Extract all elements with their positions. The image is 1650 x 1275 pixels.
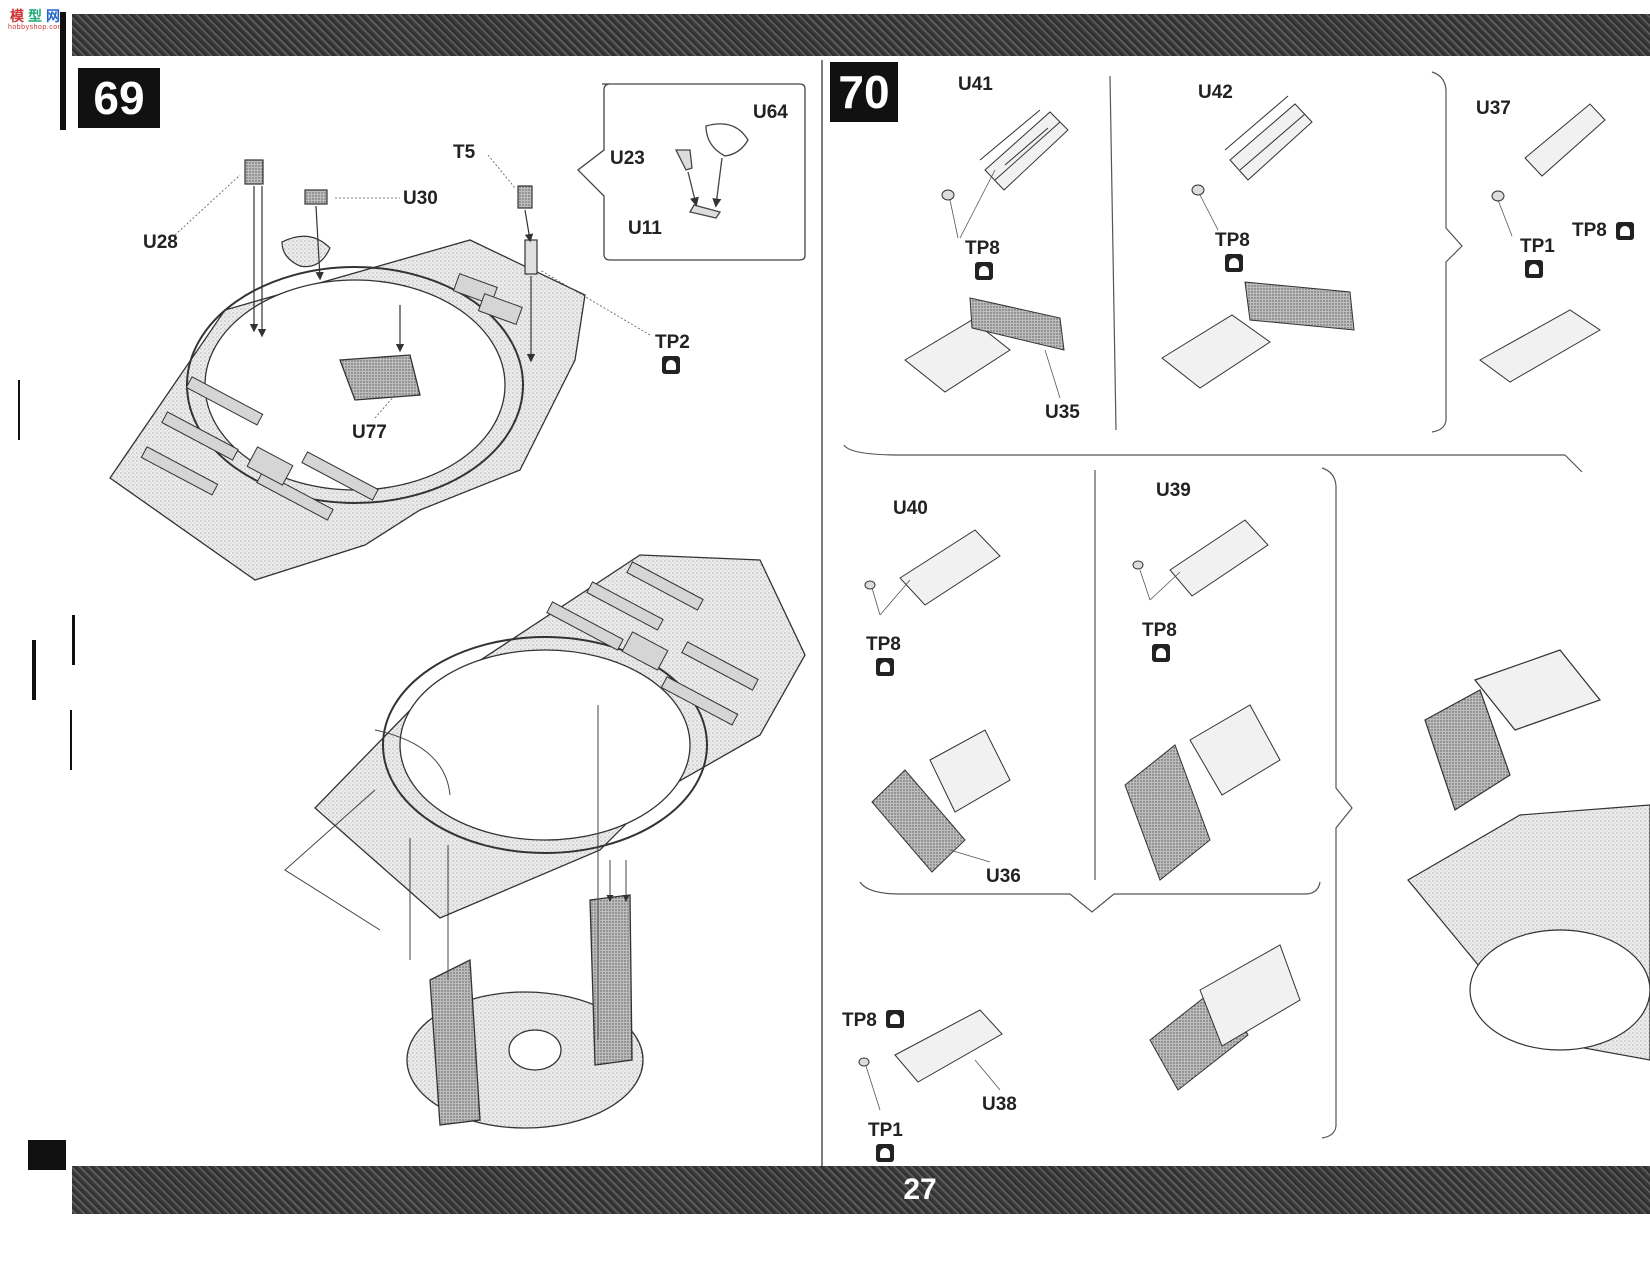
scan-artifact — [28, 1140, 66, 1170]
leader-lines-69 — [174, 154, 651, 419]
cement-caution-icon — [1616, 222, 1634, 240]
scan-artifact — [60, 12, 66, 130]
scan-artifact — [70, 710, 72, 770]
label-u64: U64 — [753, 102, 788, 123]
shell-tray-u39-assembly — [1124, 744, 1211, 881]
cement-caution-icon — [1152, 644, 1170, 662]
label-u28: U28 — [143, 232, 178, 253]
label-u30: U30 — [403, 188, 438, 209]
shell-rack-u39 — [1132, 519, 1281, 796]
label-u42: U42 — [1198, 82, 1233, 103]
scan-artifact — [72, 615, 75, 665]
part-shield — [281, 235, 331, 268]
shell-rack-u42 — [1191, 95, 1313, 196]
final-assembly-step70 — [1407, 649, 1650, 1061]
turret-floor-lower — [314, 554, 806, 919]
shell-tray-u35 — [904, 297, 1065, 393]
shell-tray-u38-assembly — [1149, 944, 1301, 1091]
bottom-footer-band — [72, 1166, 1650, 1214]
inset-detail-box — [577, 83, 806, 261]
shell-tray-u42-assembly — [1161, 281, 1355, 389]
label-u40: U40 — [893, 498, 928, 519]
logo-subtext: hobbyshop.com — [8, 24, 64, 31]
part-u28 — [244, 159, 264, 185]
site-logo: 模 型 网 hobbyshop.com — [6, 6, 66, 36]
top-header-band — [72, 14, 1650, 56]
label-tp8: TP8 — [866, 634, 901, 655]
label-u23: U23 — [610, 148, 645, 169]
floor-rack-details-upper — [140, 273, 523, 521]
label-u37: U37 — [1476, 98, 1511, 119]
cement-caution-icon — [662, 356, 680, 374]
logo-char-1: 模 — [10, 8, 24, 24]
label-tp1: TP1 — [1520, 236, 1555, 257]
label-tp8: TP8 — [1215, 230, 1250, 251]
logo-char-3: 网 — [46, 8, 60, 24]
page-number: 27 — [903, 1173, 937, 1206]
leader-lines-70 — [865, 169, 1513, 1111]
part-bracket — [524, 239, 538, 275]
floor-rack-details-lower — [546, 561, 759, 726]
cement-caution-icon — [876, 1144, 894, 1162]
scan-artifact — [18, 380, 20, 440]
shell-tray-u36 — [871, 769, 966, 873]
cement-caution-icon — [975, 262, 993, 280]
label-tp2: TP2 — [655, 332, 690, 353]
label-u11: U11 — [628, 218, 662, 239]
shell-rack-u40 — [864, 529, 1011, 813]
logo-char-2: 型 — [28, 8, 42, 24]
step70-dividers — [843, 71, 1583, 1139]
cement-caution-icon — [1225, 254, 1243, 272]
label-t5: T5 — [453, 142, 476, 163]
assembly-arrows-69 — [249, 186, 536, 363]
step-number-70: 70 — [830, 62, 898, 122]
turret-floor-upper — [109, 239, 586, 581]
assembly-lines-lower — [284, 705, 630, 1040]
scan-artifact — [32, 640, 36, 700]
part-u30 — [304, 189, 328, 205]
label-u41: U41 — [958, 74, 993, 95]
label-u77: U77 — [352, 422, 387, 443]
cement-caution-icon — [886, 1010, 904, 1028]
shell-rack-u37 — [1479, 103, 1606, 383]
label-u35: U35 — [1045, 402, 1080, 423]
label-tp8: TP8 — [1142, 620, 1177, 641]
turret-basket — [406, 894, 644, 1129]
part-t5 — [517, 185, 533, 209]
label-u38: U38 — [982, 1094, 1017, 1115]
label-u36: U36 — [986, 866, 1021, 887]
shell-rack-u38 — [858, 1009, 1003, 1083]
label-tp8: TP8 — [1572, 220, 1607, 241]
shell-rack-u41 — [941, 109, 1069, 201]
step-number-69: 69 — [78, 68, 160, 128]
cement-caution-icon — [1525, 260, 1543, 278]
cement-caution-icon — [876, 658, 894, 676]
label-tp8: TP8 — [965, 238, 1000, 259]
label-tp8: TP8 — [842, 1010, 877, 1031]
label-tp1: TP1 — [868, 1120, 903, 1141]
label-u39: U39 — [1156, 480, 1191, 501]
